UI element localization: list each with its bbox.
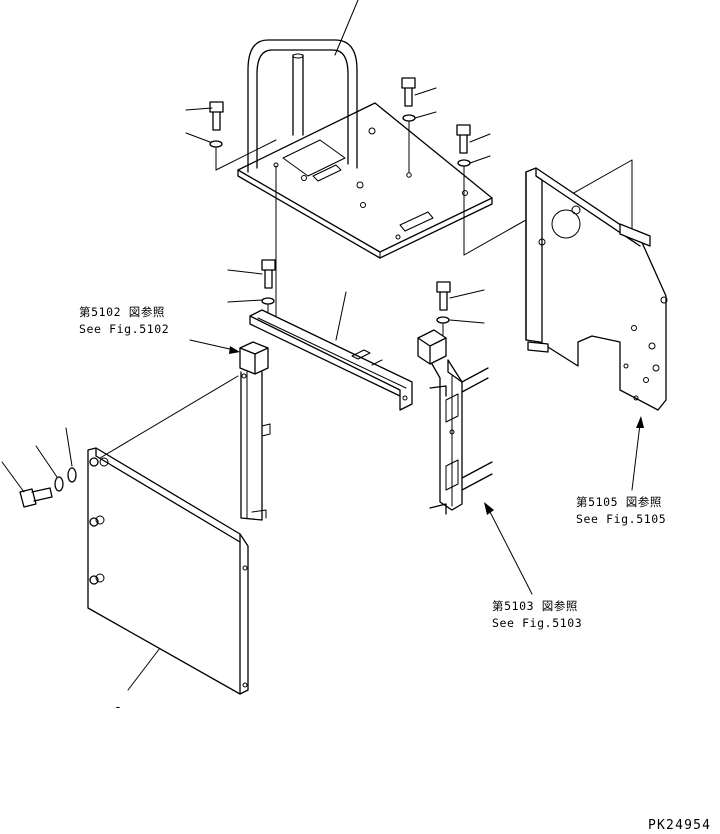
left-cover-panel — [88, 376, 248, 694]
cross-bracket — [250, 310, 412, 410]
reference-callout-5103: 第5103 図参照 See Fig.5103 — [492, 598, 582, 632]
reference-en-text: See Fig.5105 — [576, 512, 667, 526]
reference-callout-5105: 第5105 図参照 See Fig.5105 — [576, 494, 666, 528]
drawing-code: PK24954 — [648, 818, 712, 833]
right-frame-post — [418, 330, 492, 514]
right-side-panel — [526, 168, 667, 410]
reference-en-text: See Fig.5103 — [492, 616, 583, 630]
leader-lines — [2, 0, 632, 690]
dash-mark: - — [114, 700, 124, 715]
floor-plate — [238, 103, 492, 258]
reference-callout-5102: 第5102 図参照 See Fig.5102 — [79, 304, 169, 338]
left-post — [240, 342, 270, 520]
bolt-group — [20, 78, 470, 507]
reference-jp-text: 第5102 図参照 — [79, 305, 166, 319]
handrail — [248, 40, 357, 172]
reference-arrows — [190, 340, 644, 594]
reference-en-text: See Fig.5102 — [79, 322, 170, 336]
reference-jp-text: 第5103 図参照 — [492, 599, 579, 613]
reference-jp-text: 第5105 図参照 — [576, 495, 663, 509]
